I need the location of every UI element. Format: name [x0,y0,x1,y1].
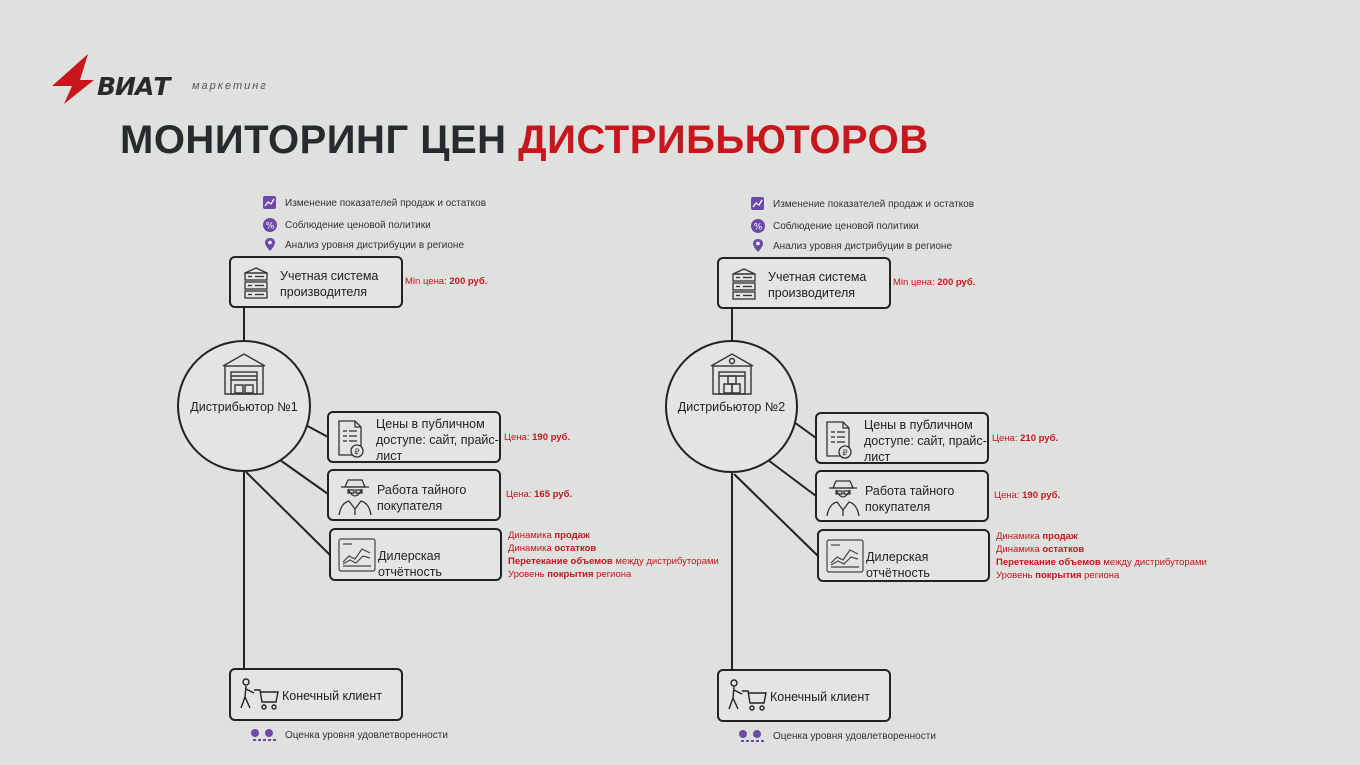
rating-faces-icon [739,730,764,742]
end-client-box: Конечный клиент [717,669,891,722]
public-prices-label: Цены в публичном доступе: сайт, прайс-ли… [864,418,987,464]
mystery-shopper-label: Работа тайного покупателя [865,484,955,514]
brand-name: ВИАТ [97,72,170,101]
manufacturer-system-label: Учетная система производителя [768,270,867,300]
svg-text:₽: ₽ [354,448,359,457]
svg-text:%: % [754,223,763,233]
spy-icon [826,480,860,517]
metric-line: Динамика продаж [508,530,590,541]
dealer-report-box: Дилерская отчётность [329,528,502,581]
mystery-shopper-box: Работа тайного покупателя [815,470,989,522]
report-chart-icon [338,538,376,572]
public-price: Цена: 210 руб. [992,433,1059,444]
end-client-label: Конечный клиент [770,690,870,704]
price-document-icon: ₽ [826,421,852,459]
location-pin-icon [265,238,275,251]
report-chart-icon [826,539,864,573]
chart-up-icon [751,197,764,210]
end-client-label: Конечный клиент [282,689,382,703]
mystery-price: Цена: 165 руб. [506,489,573,500]
logo-arrow-icon [52,54,94,104]
dealer-metrics: Динамика продаж Динамика остатков Перете… [508,529,719,581]
warehouse-icon [222,353,266,395]
dealer-report-label: Дилерская отчётность [866,550,930,580]
distributor-label: Дистрибьютор №1 [190,400,298,414]
percent-icon: % [751,219,765,233]
spy-icon [338,479,372,516]
metric-line: Уровень покрытия региона [508,569,632,580]
dealer-report-box: Дилерская отчётность [817,529,990,582]
metric-line: Перетекание объемов между дистрибуторами [996,557,1207,568]
min-price: Min цена: 200 руб. [405,276,488,287]
distributor-label: Дистрибьютор №2 [677,400,786,414]
metric-line: Уровень покрытия региона [996,570,1120,581]
mystery-shopper-box: Работа тайного покупателя [327,469,501,521]
shopping-cart-person-icon [240,678,279,710]
server-icon [244,267,268,299]
rating-faces-icon [251,729,276,741]
distributor-2-node: Дистрибьютор №2 [665,340,798,473]
title-part-2: ДИСТРИБЬЮТОРОВ [518,118,929,162]
dealer-metrics: Динамика продаж Динамика остатков Перете… [996,530,1207,582]
dealer-report-label: Дилерская отчётность [378,549,442,579]
title-part-1: МОНИТОРИНГ ЦЕН [120,118,519,162]
location-pin-icon [753,239,763,252]
percent-icon: % [263,218,277,232]
satisfaction-label: Оценка уровня удовлетворенности [285,730,448,741]
shopping-cart-person-icon [728,679,767,711]
manufacturer-system-label: Учетная система производителя [280,269,379,299]
mystery-price: Цена: 190 руб. [994,490,1061,501]
metric-line: Динамика остатков [996,544,1085,555]
manufacturer-system-box: Учетная система производителя [229,256,403,308]
metric-line: Динамика остатков [508,543,597,554]
metric-line: Перетекание объемов между дистрибуторами [508,556,719,567]
end-client-box: Конечный клиент [229,668,403,721]
public-prices-label: Цены в публичном доступе: сайт, прайс-ли… [376,417,499,463]
mystery-shopper-label: Работа тайного покупателя [377,483,467,513]
svg-text:₽: ₽ [842,449,847,458]
page-title: МОНИТОРИНГ ЦЕН ДИСТРИБЬЮТОРОВ [120,118,929,163]
public-prices-box: ₽ Цены в публичном доступе: сайт, прайс-… [815,412,989,464]
chart-up-icon [263,196,276,209]
server-icon [732,268,756,300]
metric-line: Динамика продаж [996,531,1078,542]
svg-text:%: % [266,222,275,232]
brand-subtitle: маркетинг [192,80,268,92]
public-prices-box: ₽ Цены в публичном доступе: сайт, прайс-… [327,411,501,463]
satisfaction-label: Оценка уровня удовлетворенности [773,731,936,742]
manufacturer-system-box: Учетная система производителя [717,257,891,309]
public-price: Цена: 190 руб. [504,432,571,443]
price-document-icon: ₽ [338,420,364,458]
warehouse-icon [710,353,754,395]
min-price: Min цена: 200 руб. [893,277,976,288]
distributor-1-node: Дистрибьютор №1 [177,340,311,472]
brand-logo [50,52,290,106]
